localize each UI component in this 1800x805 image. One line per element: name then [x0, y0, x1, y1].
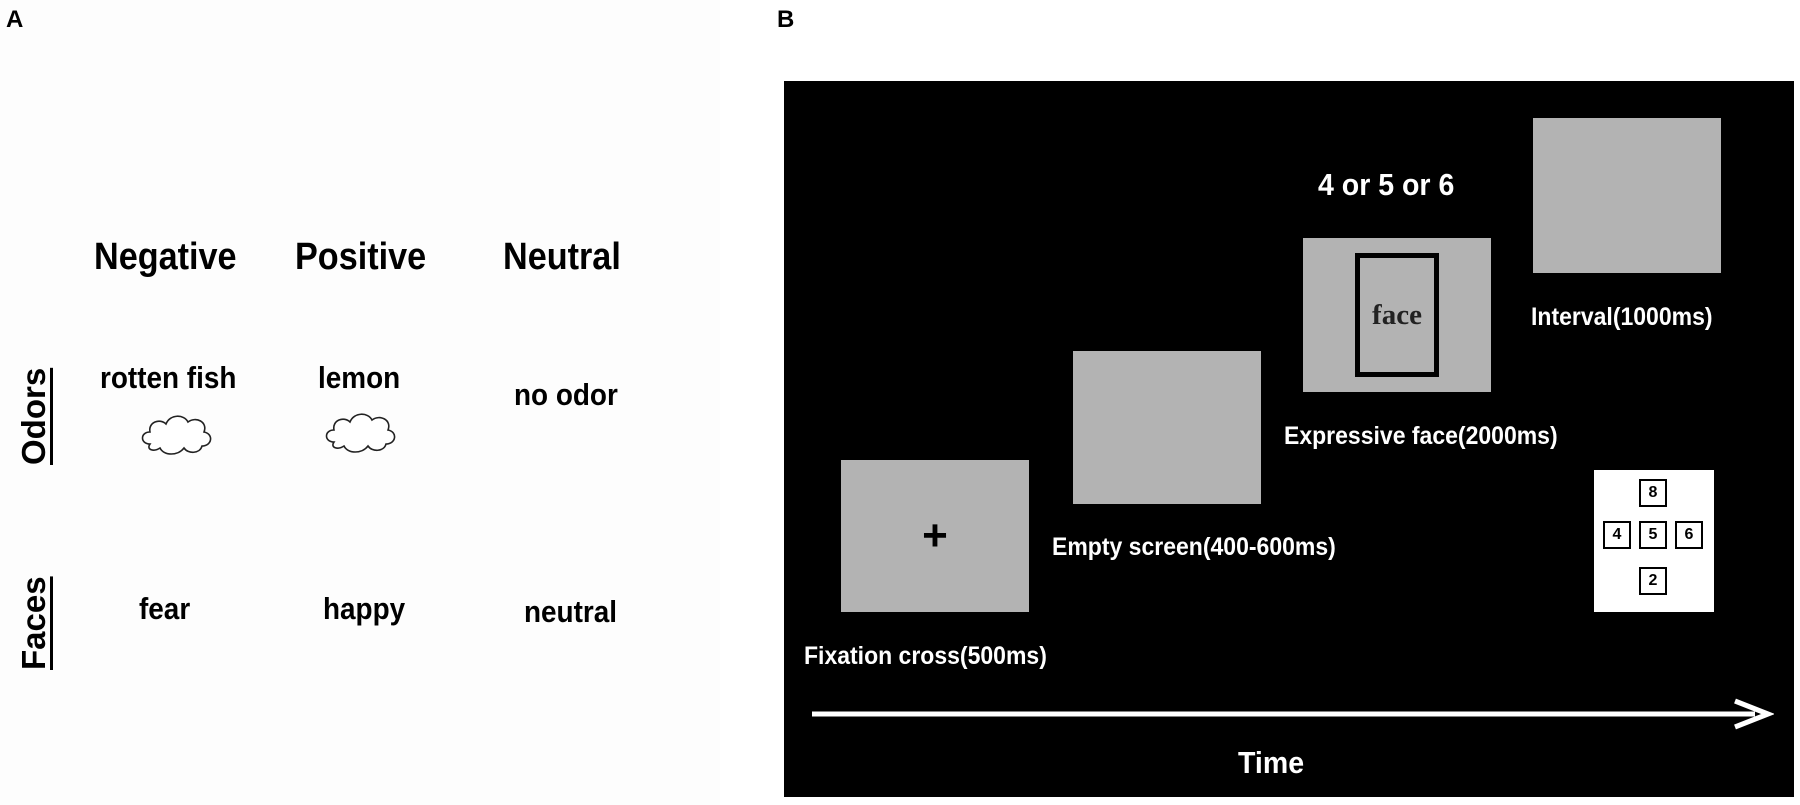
numpad-key-4: 4 — [1603, 521, 1631, 549]
numpad-key-6: 6 — [1675, 521, 1703, 549]
cell-odor-negative: rotten fish — [100, 360, 237, 395]
panel-a-letter: A — [6, 6, 24, 33]
fixation-screen: + — [841, 460, 1029, 612]
empty-screen — [1073, 351, 1261, 504]
cell-face-negative: fear — [139, 591, 191, 626]
fixation-label: Fixation cross(500ms) — [804, 642, 1047, 670]
face-frame: face — [1355, 253, 1439, 377]
face-count-label: 4 or 5 or 6 — [1318, 167, 1455, 202]
numpad-key-8: 8 — [1639, 479, 1667, 507]
interval-screen — [1533, 118, 1721, 273]
cell-face-neutral: neutral — [524, 594, 618, 629]
face-word: face — [1372, 298, 1422, 331]
cell-odor-positive: lemon — [318, 360, 401, 395]
column-header-negative: Negative — [94, 236, 237, 278]
trial-sequence-stage: + Fixation cross(500ms) Empty screen(400… — [784, 81, 1794, 797]
time-label: Time — [1238, 745, 1305, 780]
fixation-cross-symbol: + — [922, 511, 948, 560]
cell-face-positive: happy — [323, 591, 406, 626]
odor-cloud-icon — [141, 415, 212, 455]
column-header-neutral: Neutral — [503, 236, 621, 278]
interval-label: Interval(1000ms) — [1531, 303, 1713, 331]
face-label: Expressive face(2000ms) — [1284, 422, 1558, 450]
row-label-faces: Faces — [15, 576, 52, 670]
cell-odor-neutral: no odor — [514, 377, 618, 412]
face-screen: face — [1303, 238, 1491, 392]
panel-a: A Negative Positive Neutral Odors Faces … — [0, 0, 720, 805]
row-label-odors: Odors — [15, 367, 52, 465]
response-numpad: 8 4 5 6 2 — [1594, 470, 1714, 612]
column-header-positive: Positive — [295, 236, 427, 278]
empty-screen-label: Empty screen(400-600ms) — [1052, 533, 1336, 561]
numpad-key-2: 2 — [1639, 567, 1667, 595]
numpad-key-5: 5 — [1639, 521, 1667, 549]
panel-b-letter: B — [777, 6, 795, 33]
odor-cloud-icon — [325, 413, 396, 453]
time-arrow — [812, 698, 1774, 730]
